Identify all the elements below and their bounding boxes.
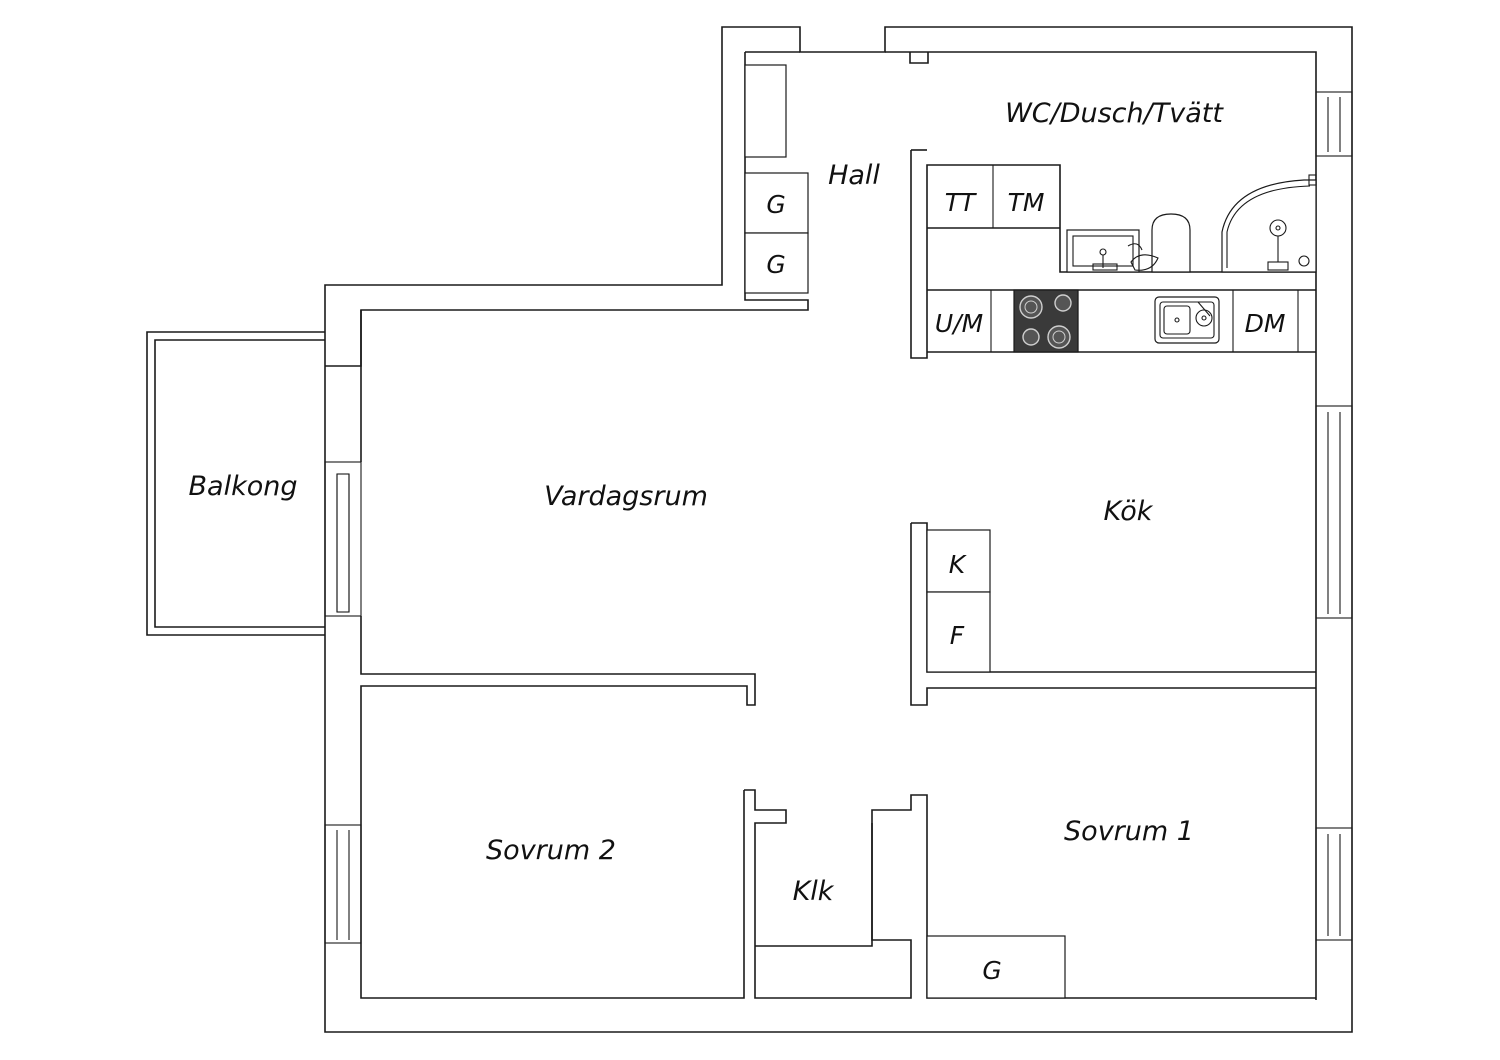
window-west-balkong [324, 461, 362, 617]
toilet-icon [1127, 213, 1191, 273]
room-label-hall: Hall [828, 160, 880, 191]
room-label-sovrum2: Sovrum 2 [486, 835, 616, 866]
tumble-dryer-label: TT [945, 188, 977, 217]
wc-interior-wall [910, 149, 1316, 359]
room-label-balkong: Balkong [189, 471, 298, 502]
kitchen-fridge-wall [910, 522, 1316, 706]
hall-closet-label-2: G [766, 250, 785, 279]
washing-machine-label: TM [1008, 188, 1045, 217]
window-west-sovrum2 [324, 824, 362, 944]
room-label-sovrum1: Sovrum 1 [1064, 816, 1194, 847]
room-label-kok: Kök [1104, 496, 1154, 527]
hall-closet-label-1: G [766, 190, 785, 219]
refrigerator-label: K [949, 550, 968, 579]
sink-icon [1154, 296, 1220, 344]
window-east-wc [1315, 91, 1353, 157]
window-east-kok [1315, 405, 1353, 619]
outer-walls [324, 26, 1353, 1033]
washbasin-icon [1066, 229, 1140, 273]
hall-closets [744, 64, 809, 294]
balkong-outline [146, 331, 325, 636]
sovrum1-wardrobe [926, 935, 1066, 999]
window-east-sovrum1 [1315, 827, 1353, 941]
room-label-klk: Klk [793, 876, 835, 907]
stove-icon [1013, 289, 1079, 353]
dishwasher-label: DM [1245, 309, 1286, 338]
oven-microwave-label: U/M [935, 309, 983, 338]
shower-icon [1221, 174, 1317, 273]
sovrum1-wardrobe-label: G [982, 956, 1001, 985]
room-label-vardagsrum: Vardagsrum [544, 481, 708, 512]
room-label-wc: WC/Dusch/Tvätt [1005, 98, 1224, 129]
freezer-label: F [950, 621, 965, 650]
